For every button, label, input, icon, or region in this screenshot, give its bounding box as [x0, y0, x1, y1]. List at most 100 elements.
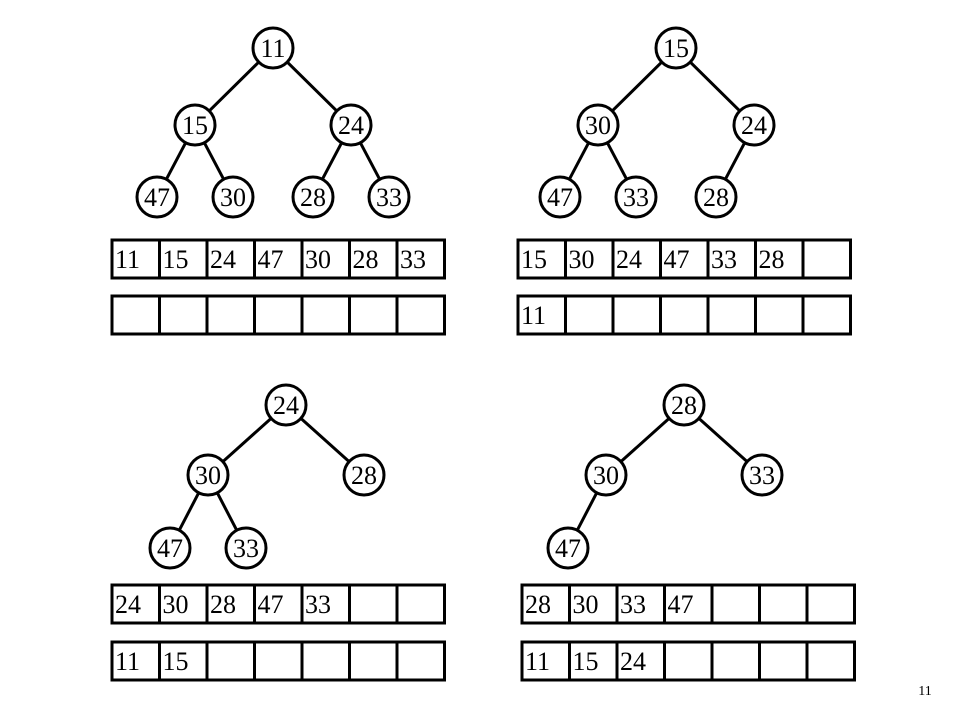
array-cell-box — [706, 294, 757, 336]
array-cell: 24 — [110, 583, 161, 625]
array-cell-box — [205, 294, 256, 336]
array-cell-value: 30 — [569, 245, 595, 274]
array-cell — [300, 294, 351, 336]
heap-array: 28 30 33 47 — [520, 583, 856, 625]
array-cell-value: 15 — [163, 647, 189, 676]
tree-node: 11 — [251, 26, 295, 70]
tree-edges — [177, 417, 351, 531]
array-cell-value: 28 — [353, 245, 379, 274]
array-cell: 11 — [110, 640, 161, 682]
array-cell — [348, 583, 399, 625]
array-cell-value: 11 — [115, 647, 140, 676]
array-cell — [805, 583, 856, 625]
tree-node-value: 47 — [157, 534, 183, 563]
tree-edge — [215, 492, 239, 531]
tree-node-circle — [251, 26, 295, 70]
tree-node: 47 — [148, 526, 192, 570]
array-cell: 33 — [615, 583, 666, 625]
tree-edge — [606, 141, 628, 181]
tree-node-circle — [135, 175, 179, 219]
sorted-output-array — [110, 294, 446, 336]
tree-node-circle — [546, 526, 590, 570]
array-cell-box — [395, 238, 446, 280]
array-cell — [758, 640, 809, 682]
array-cell: 30 — [158, 583, 209, 625]
array-cell: 24 — [615, 640, 666, 682]
tree-edge — [568, 141, 590, 181]
tree-node-circle — [662, 383, 706, 427]
array-cell-box — [516, 294, 567, 336]
tree-node-value: 28 — [671, 391, 697, 420]
tree-edges — [568, 60, 746, 181]
array-cell: 47 — [659, 238, 710, 280]
array-cell — [205, 640, 256, 682]
tree-node-circle — [614, 175, 658, 219]
array-cell — [395, 640, 446, 682]
tree-node-circle — [576, 103, 620, 147]
array-cell-value: 11 — [115, 245, 140, 274]
array-cell: 47 — [663, 583, 714, 625]
sorted-output-array: 11 15 — [110, 640, 446, 682]
tree-node-value: 30 — [195, 461, 221, 490]
tree-node: 24 — [329, 103, 373, 147]
array-cell-value: 33 — [305, 590, 331, 619]
array-cell-value: 33 — [620, 590, 646, 619]
tree-node: 28 — [342, 453, 386, 497]
tree-node-circle — [148, 526, 192, 570]
sorted-output-array: 11 — [516, 294, 852, 336]
array-cell-value: 30 — [163, 590, 189, 619]
tree-edge — [611, 60, 663, 113]
tree-node: 30 — [211, 175, 255, 219]
array-cell-box — [706, 238, 757, 280]
tree-node: 47 — [538, 175, 582, 219]
array-cell — [659, 294, 710, 336]
array-cell-value: 24 — [210, 245, 236, 274]
array-cell-value: 15 — [163, 245, 189, 274]
array-cell: 33 — [706, 238, 757, 280]
array-cell: 11 — [110, 238, 161, 280]
array-cell: 30 — [564, 238, 615, 280]
tree-node-value: 24 — [338, 111, 364, 140]
array-cell — [300, 640, 351, 682]
tree-node-value: 33 — [623, 183, 649, 212]
array-cell-box — [158, 640, 209, 682]
tree-node-circle — [538, 175, 582, 219]
array-cell — [395, 583, 446, 625]
tree-node-value: 15 — [663, 34, 689, 63]
tree-node-circle — [211, 175, 255, 219]
tree-node-circle — [740, 453, 784, 497]
tree-node-circle — [732, 103, 776, 147]
array-cell-box — [801, 238, 852, 280]
array-cell — [611, 294, 662, 336]
tree-edge — [221, 417, 273, 463]
tree-node: 47 — [135, 175, 179, 219]
tree-node: 24 — [732, 103, 776, 147]
array-cell: 28 — [754, 238, 805, 280]
tree-edge — [575, 492, 599, 531]
array-cell: 28 — [520, 583, 571, 625]
array-cell-value: 24 — [620, 647, 646, 676]
array-cell: 33 — [300, 583, 351, 625]
tree-node-value: 30 — [593, 461, 619, 490]
tree-node-value: 47 — [144, 183, 170, 212]
array-cell-box — [659, 294, 710, 336]
array-cell-value: 30 — [573, 590, 599, 619]
tree-edge — [619, 417, 671, 463]
array-cell-value: 28 — [525, 590, 551, 619]
tree-node-circle — [186, 453, 230, 497]
tree-node-value: 24 — [273, 391, 299, 420]
array-cell: 28 — [348, 238, 399, 280]
tree-node-value: 47 — [547, 183, 573, 212]
array-cell-box — [348, 583, 399, 625]
tree-edge — [208, 60, 260, 113]
array-cell — [348, 294, 399, 336]
array-cell-box — [253, 640, 304, 682]
tree-node-circle — [694, 175, 738, 219]
array-cell-value: 47 — [258, 245, 284, 274]
